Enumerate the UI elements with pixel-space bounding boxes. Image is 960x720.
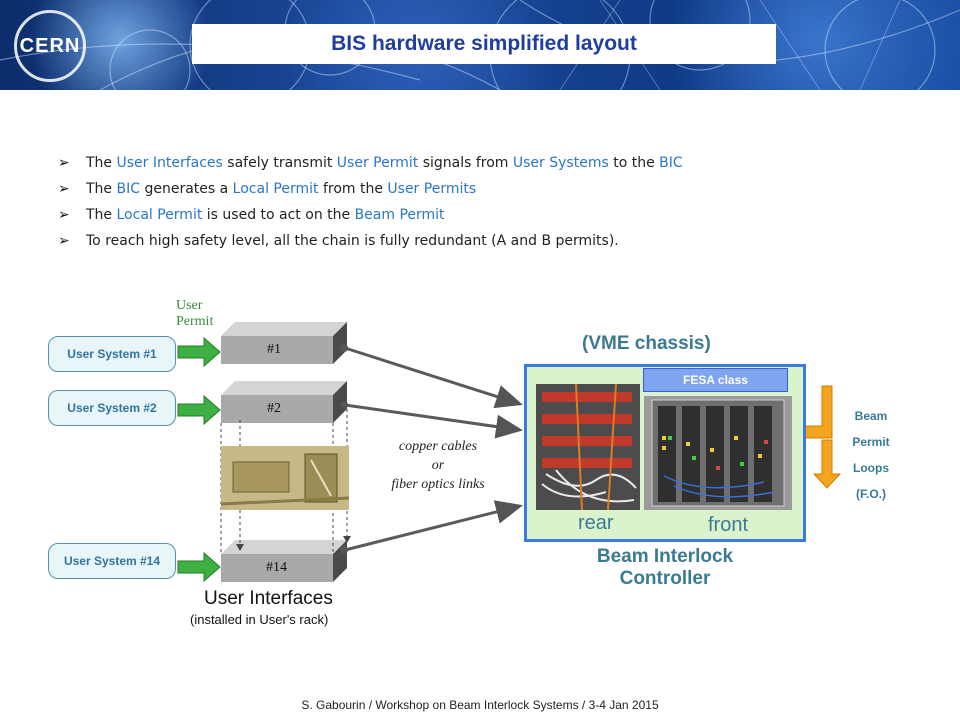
vme-chassis-label: (VME chassis) xyxy=(582,333,711,354)
links-line3: fiber optics links xyxy=(391,477,485,492)
interface-box-1 xyxy=(221,322,347,364)
user-interfaces-note: (installed in User's rack) xyxy=(190,612,329,627)
user-permit-line1: User xyxy=(176,298,203,313)
bullet-segment: from the xyxy=(318,181,388,197)
bullet-segment: The xyxy=(86,181,117,197)
user-system-14: User System #14 xyxy=(48,543,176,579)
interface-box-2 xyxy=(221,381,347,423)
bullet-item: ➢ The User Interfaces safely transmit Use… xyxy=(58,150,918,176)
bullet-text: The Local Permit is used to act on the B… xyxy=(86,202,445,228)
bullet-item: ➢ The Local Permit is used to act on the … xyxy=(58,202,918,228)
user-system-1: User System #1 xyxy=(48,336,176,372)
links-line2: or xyxy=(431,458,445,473)
header-banner: CERN BIS hardware simplified layout xyxy=(0,0,960,90)
bullet-highlight: User Permits xyxy=(387,181,477,197)
bullet-segment: The xyxy=(86,155,117,171)
interface-label-2: #2 xyxy=(267,401,281,416)
green-arrow-2 xyxy=(177,394,221,426)
beam-permit-loops-label: Beam Permit Loops (F.O.) xyxy=(838,403,904,507)
interface-label-14: #14 xyxy=(266,560,287,575)
fesa-class-badge: FESA class xyxy=(643,368,788,392)
front-label: front xyxy=(708,514,749,536)
rear-photo-drawing xyxy=(536,384,640,510)
green-arrow-14 xyxy=(177,551,221,583)
bullet-text: To reach high safety level, all the chai… xyxy=(86,228,619,254)
bullet-arrow-icon: ➢ xyxy=(58,155,70,171)
user-permit-label: User Permit xyxy=(176,298,213,330)
user-interfaces-title: User Interfaces xyxy=(204,588,333,609)
bullet-highlight: User Systems xyxy=(512,155,609,171)
user-permit-line2: Permit xyxy=(176,314,214,329)
title-box: BIS hardware simplified layout xyxy=(192,24,776,64)
bullet-segment: is used to act on the xyxy=(202,207,355,223)
bullet-segment: The xyxy=(86,207,117,223)
green-arrow-1 xyxy=(177,336,221,368)
front-photo xyxy=(644,396,792,510)
bullet-highlight: Beam Permit xyxy=(354,207,445,223)
bullet-item: ➢ To reach high safety level, all the cha… xyxy=(58,228,918,254)
loops-line2: Permit xyxy=(852,435,890,449)
front-photo-drawing xyxy=(644,396,792,510)
bullet-arrow-icon: ➢ xyxy=(58,233,70,249)
page-title: BIS hardware simplified layout xyxy=(331,32,637,55)
bullet-highlight: Local Permit xyxy=(116,207,203,223)
bullet-text: The BIC generates a Local Permit from th… xyxy=(86,176,476,202)
links-line1: copper cables xyxy=(398,439,478,454)
bullet-text: The User Interfaces safely transmit User… xyxy=(86,150,683,176)
bullet-highlight: User Permit xyxy=(336,155,419,171)
bullet-highlight: BIC xyxy=(659,155,683,171)
bullet-segment: generates a xyxy=(140,181,233,197)
bic-line1: Beam Interlock xyxy=(596,546,734,567)
user-system-2: User System #2 xyxy=(48,390,176,426)
cern-logo: CERN xyxy=(14,10,86,82)
bullet-item: ➢ The BIC generates a Local Permit from t… xyxy=(58,176,918,202)
bic-label: Beam Interlock Controller xyxy=(560,546,770,590)
bullet-highlight: BIC xyxy=(116,181,141,197)
links-label: copper cables or fiber optics links xyxy=(372,437,504,494)
rear-label: rear xyxy=(578,512,614,534)
bullet-segment: safely transmit xyxy=(222,155,337,171)
bullet-segment: To reach high safety level, all the chai… xyxy=(86,233,619,249)
bullet-arrow-icon: ➢ xyxy=(58,181,70,197)
interface-module-drawing xyxy=(221,446,349,510)
loops-line3: Loops xyxy=(853,461,889,475)
loops-line1: Beam xyxy=(854,409,888,423)
link-lines xyxy=(344,346,523,552)
loops-line4: (F.O.) xyxy=(856,487,886,501)
interface-label-1: #1 xyxy=(267,342,281,357)
bullet-list: ➢ The User Interfaces safely transmit Use… xyxy=(58,150,918,254)
rear-photo xyxy=(536,384,640,510)
bullet-segment: signals from xyxy=(418,155,513,171)
bic-line2: Controller xyxy=(619,568,711,589)
bullet-highlight: Local Permit xyxy=(232,181,319,197)
link-dots xyxy=(340,344,348,554)
bullet-arrow-icon: ➢ xyxy=(58,207,70,223)
bullet-segment: to the xyxy=(608,155,660,171)
bullet-highlight: User Interfaces xyxy=(116,155,223,171)
footer-text: S. Gabourin / Workshop on Beam Interlock… xyxy=(301,698,659,712)
interface-module-photo xyxy=(221,446,349,510)
